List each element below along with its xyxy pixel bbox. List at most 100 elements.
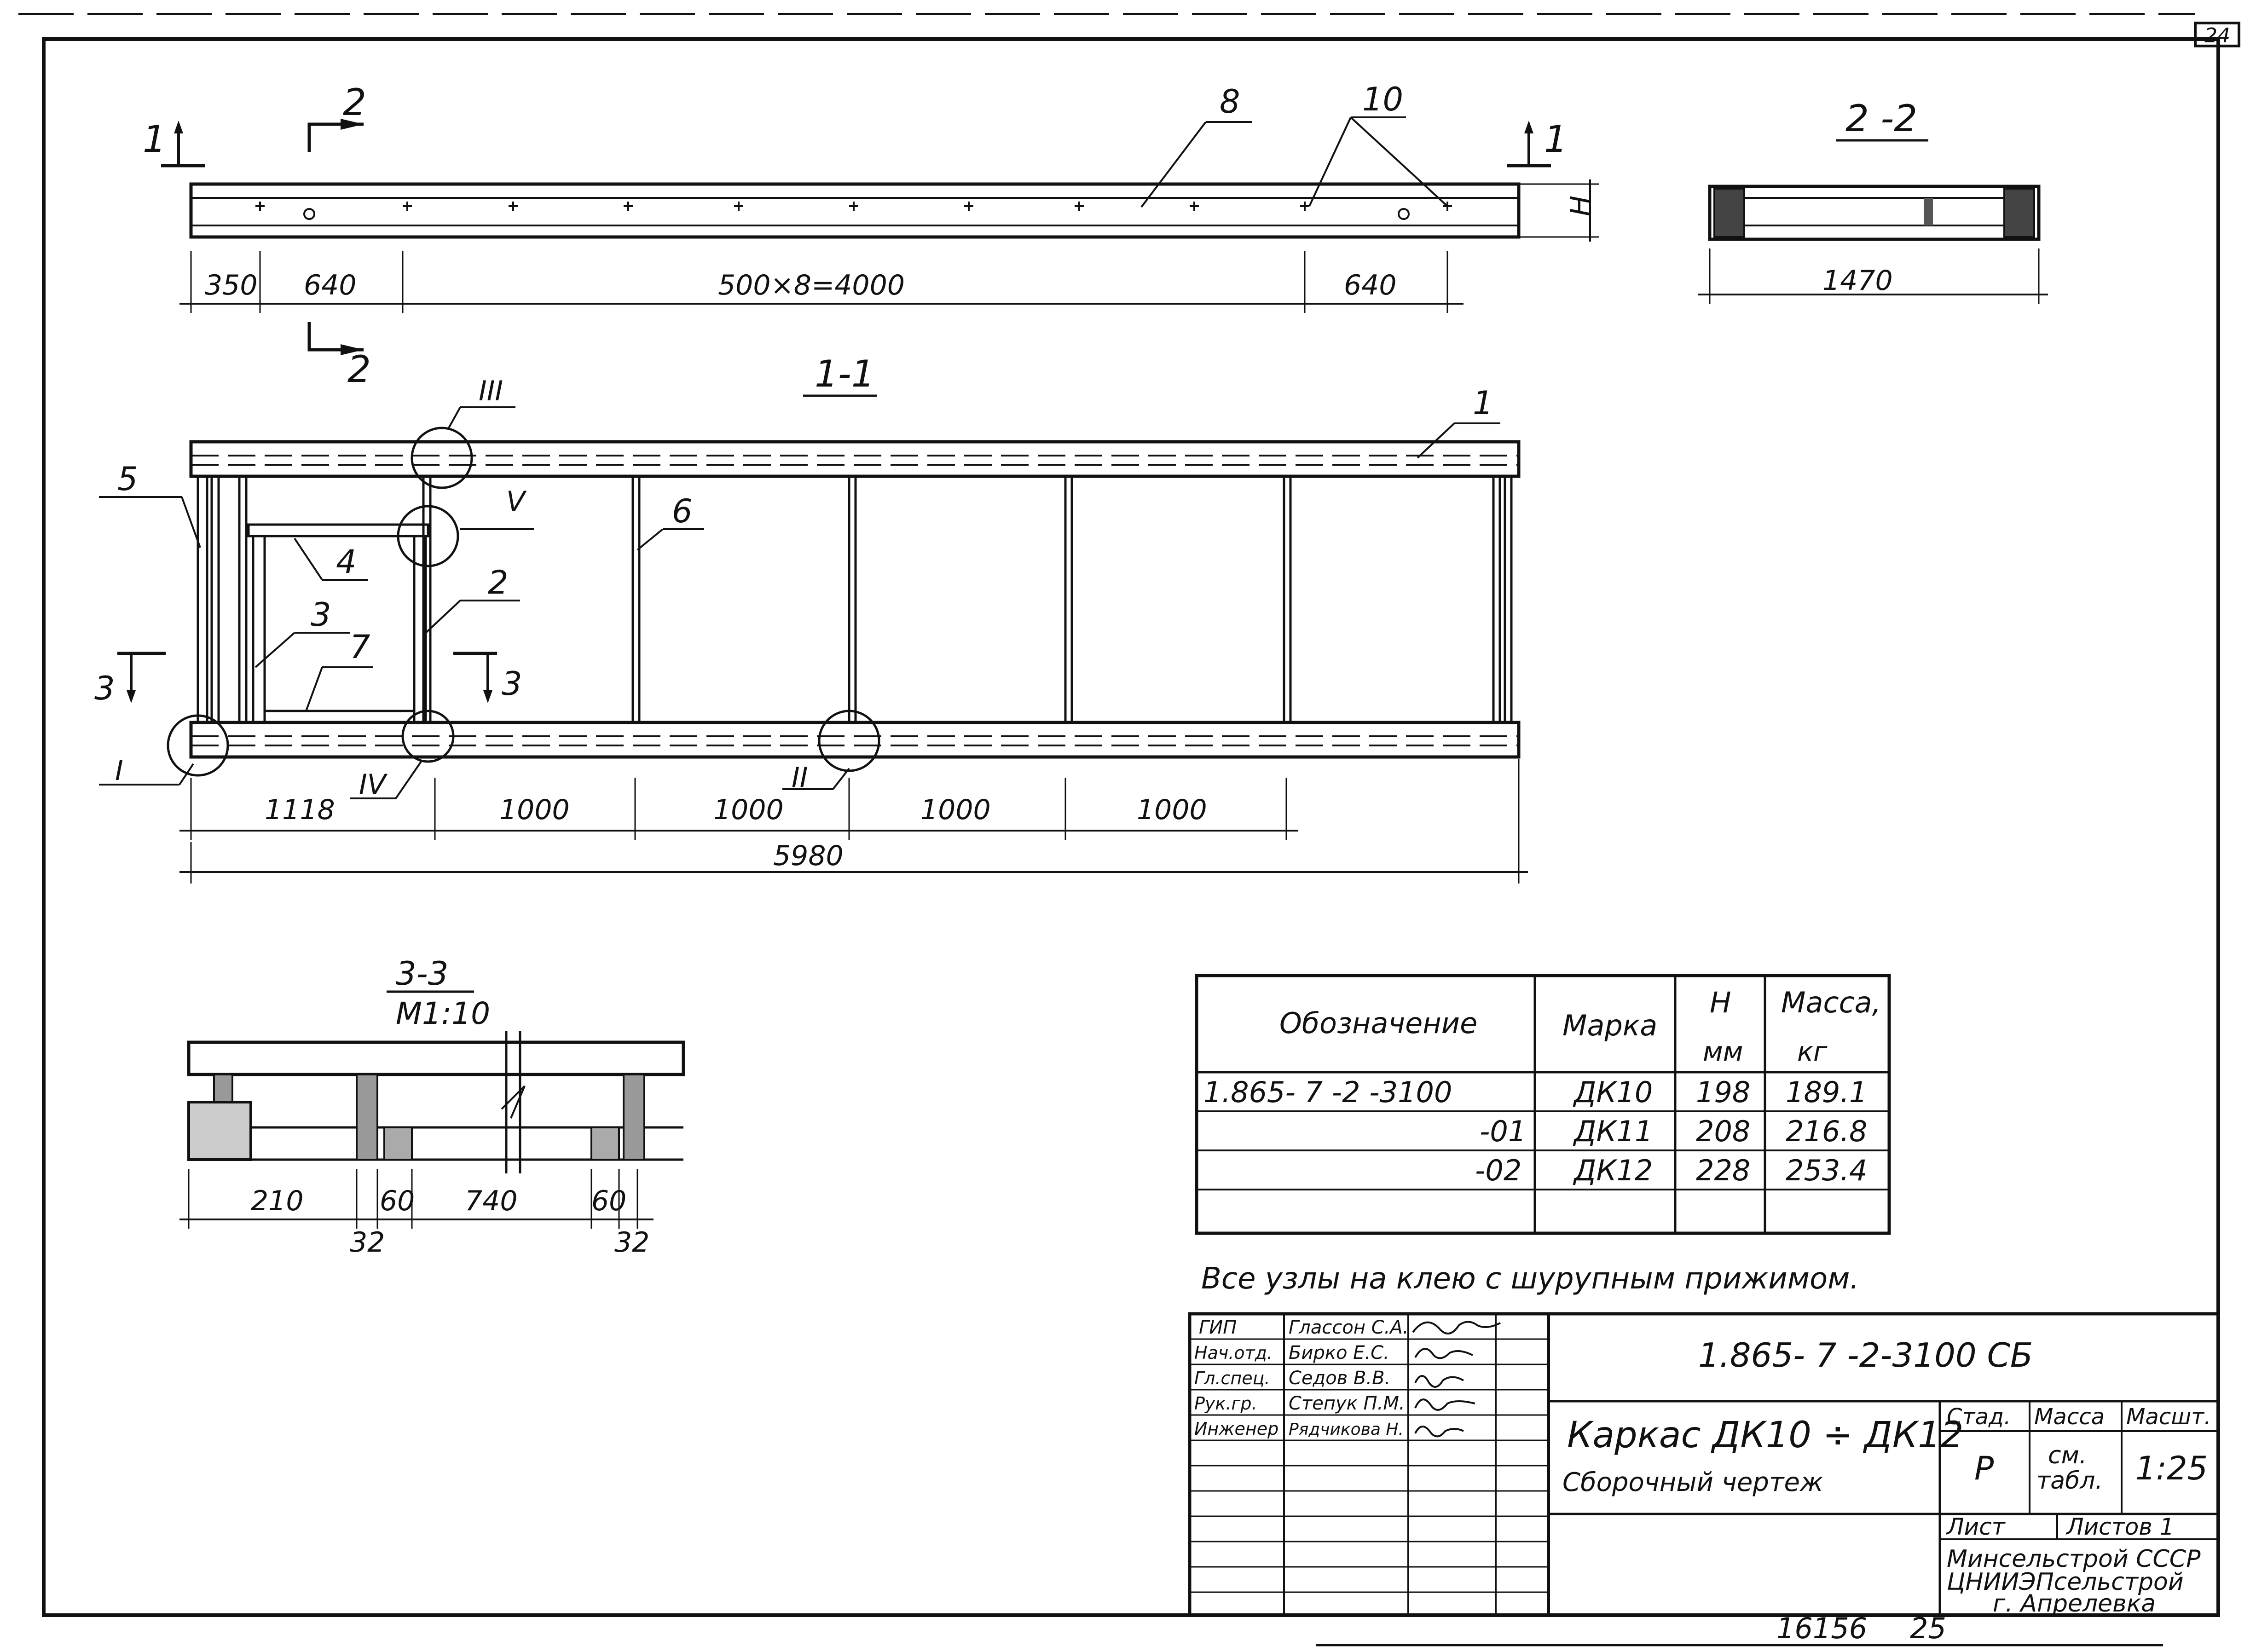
spec-table: Обозначение Марка H мм Масса, кг 1.865- … [1195,974,1891,1235]
stage-value: Р [1974,1450,1994,1487]
row-h: 208 [1696,1115,1750,1148]
row-mass: 216.8 [1786,1115,1868,1148]
corner-number: 24 [2204,24,2230,47]
screw-marks [255,202,1452,211]
header-mass: Масса, [1781,986,1881,1019]
callout-1: 1 [1473,384,1493,422]
dim-60-right: 60 [591,1185,626,1217]
dim-1000-d: 1000 [1137,794,1207,826]
doc-name-line2: Сборочный чертеж [1562,1467,1823,1497]
header-mass-unit: кг [1797,1036,1828,1067]
staff-row: Нач.отд. Бирко Е.С. [1194,1342,1389,1363]
spec-row-3: -02 ДК12 228 253.4 [1475,1154,1868,1187]
row-designation: -02 [1475,1154,1521,1187]
dim-1470: 1470 [1822,265,1893,297]
callout-8: 8 [1220,83,1240,121]
dim-350: 350 [205,269,258,301]
section-2-2-title: 2 -2 [1845,97,1917,140]
node-III: III [479,375,503,407]
callout-2: 2 [488,564,509,601]
dim-210: 210 [251,1185,304,1217]
dim-1118: 1118 [265,794,335,826]
staff-row: Рук.гр. Степук П.М. [1194,1393,1405,1414]
section-2-mark-top: 2 [343,81,366,124]
staff-row: Инженер Рядчикова Н. [1194,1419,1404,1439]
staff-name: Глассон С.А. [1289,1317,1408,1338]
mass-value-line2: табл. [2036,1467,2103,1495]
node-I: I [115,755,123,787]
callout-3: 3 [311,596,331,634]
row-mark: ДК12 [1573,1154,1653,1187]
section-3-mark-left: 3 [94,670,115,707]
staff-row: Гл.спец. Седов В.В. [1194,1368,1390,1389]
staff-name: Седов В.В. [1289,1368,1390,1389]
section-3-3-scale: M1:10 [396,996,490,1031]
section-3-3-title: 3-3 [396,955,448,993]
scale-value: 1:25 [2135,1450,2208,1487]
header-h-unit: мм [1703,1036,1743,1067]
section-1-1-view: 1-1 I [94,352,1528,884]
callout-6: 6 [672,492,693,530]
staff-role: Нач.отд. [1194,1343,1273,1363]
inventory-number: 16156 [1776,1612,1867,1645]
row-mass: 189.1 [1786,1075,1868,1109]
section-2-2-view: 2 -2 1470 [1698,97,2048,304]
stage-label: Стад. [1947,1404,2011,1430]
scale-label: Масшт. [2126,1404,2211,1430]
row-designation: -01 [1480,1115,1526,1148]
section-1-1-title: 1-1 [815,352,875,395]
row-h: 228 [1696,1154,1750,1187]
row-mark: ДК11 [1573,1115,1653,1148]
dim-1000-a: 1000 [499,794,570,826]
staff-name: Рядчикова Н. [1289,1420,1404,1439]
callout-5: 5 [117,460,138,498]
sheet-label: Лист [1946,1513,2006,1540]
header-h: H [1710,986,1731,1019]
dim-60-left: 60 [380,1185,415,1217]
section-1-mark-left: 1 [143,118,166,161]
page-number: 25 [1910,1612,1946,1645]
node-IV: IV [359,768,388,801]
org-line3: г. Апрелевка [1993,1590,2156,1617]
callout-7: 7 [350,628,370,666]
staff-role: ГИП [1199,1317,1237,1338]
callout-4: 4 [336,543,357,581]
doc-code: 1.865- 7 -2-3100 СБ [1698,1336,2033,1375]
doc-name-line1: Каркас ДК10 ÷ ДК12 [1567,1415,1963,1456]
staff-name: Бирко Е.С. [1289,1342,1389,1363]
org-line1: Минсельстрой СССР [1947,1545,2201,1573]
row-designation: 1.865- 7 -2 -3100 [1203,1075,1452,1109]
row-mass: 253.4 [1786,1154,1868,1187]
spec-row-1: 1.865- 7 -2 -3100 ДК10 198 189.1 [1203,1075,1868,1109]
signatures [1412,1321,1501,1438]
section-2-mark-bottom: 2 [347,348,371,391]
staff-role: Инженер [1194,1419,1278,1439]
plan-view: 1 1 2 2 8 10 H 350 640 500×8=4000 [143,81,1599,391]
staff-name: Степук П.М. [1289,1393,1405,1414]
org-line2: ЦНИИЭПсельстрой [1947,1568,2184,1596]
title-block: ГИП Глассон С.А. Нач.отд. Бирко Е.С. Гл.… [1188,1312,2220,1617]
dim-32-right: 32 [614,1226,649,1259]
sheet-frame: 24 16156 25 [18,13,2240,1646]
dim-1000-b: 1000 [713,794,784,826]
staff-row: ГИП Глассон С.А. [1199,1317,1408,1338]
dim-1000-c: 1000 [920,794,991,826]
assembly-note: Все узлы на клею с шурупным прижимом. [1201,1262,1859,1296]
dim-spacing: 500×8=4000 [718,269,905,301]
spec-row-2: -01 ДК11 208 216.8 [1480,1115,1868,1148]
staff-role: Рук.гр. [1194,1393,1257,1414]
mass-value-line1: см. [2048,1442,2087,1469]
section-3-3-view: 3-3 M1:10 210 60 740 60 32 32 [179,955,685,1259]
section-3-mark-right: 3 [502,665,522,703]
dim-740: 740 [465,1185,518,1217]
mass-label: Масса [2034,1404,2105,1430]
section-1-mark-right: 1 [1544,118,1568,161]
staff-role: Гл.спец. [1194,1368,1270,1388]
row-mark: ДК10 [1573,1075,1653,1109]
dim-640-right: 640 [1344,269,1397,301]
dim-h: H [1565,196,1597,216]
header-mark: Марка [1562,1009,1657,1042]
node-V: V [506,485,527,518]
dim-32-left: 32 [350,1226,385,1259]
dim-5980: 5980 [773,840,844,872]
